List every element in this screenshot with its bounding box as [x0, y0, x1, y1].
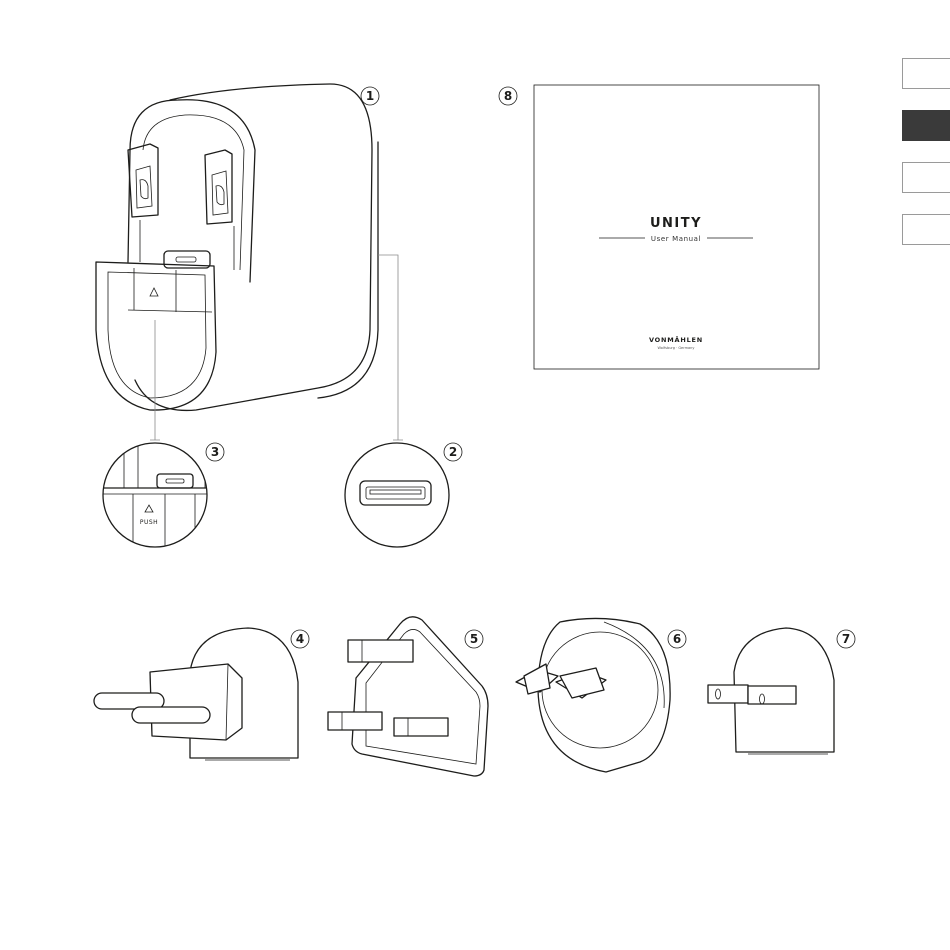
adapter-eu: 4	[94, 628, 309, 760]
usb-port-detail: 2	[345, 443, 462, 547]
manual-brand: VONMÄHLEN	[649, 335, 703, 344]
charger-unit: 1	[96, 84, 403, 440]
section-tab-2-active[interactable]	[902, 110, 950, 141]
callout-1: 1	[366, 89, 374, 103]
folding-prong-left	[128, 144, 158, 217]
callout-4: 4	[296, 632, 304, 646]
user-manual: UNITY User Manual VONMÄHLEN Wolfsburg · …	[499, 85, 819, 369]
adapter-uk: 5	[328, 617, 488, 776]
section-tab-3[interactable]	[902, 162, 950, 193]
adapter-us: 7	[708, 628, 855, 754]
callout-2: 2	[449, 445, 457, 459]
manual-brand-tagline: Wolfsburg · Germany	[658, 346, 695, 350]
section-tab-1[interactable]	[902, 58, 950, 89]
callout-6: 6	[673, 632, 681, 646]
push-button-detail: PUSH 3	[98, 440, 224, 547]
callout-8: 8	[504, 89, 512, 103]
section-tab-4[interactable]	[902, 214, 950, 245]
callout-5: 5	[470, 632, 478, 646]
folding-prong-right	[205, 150, 232, 224]
adapter-au: 6	[516, 618, 686, 772]
push-label: PUSH	[140, 519, 158, 526]
callout-7: 7	[842, 632, 850, 646]
manual-subtitle: User Manual	[651, 235, 701, 243]
manual-title: UNITY	[650, 216, 702, 231]
callout-3: 3	[211, 445, 219, 459]
